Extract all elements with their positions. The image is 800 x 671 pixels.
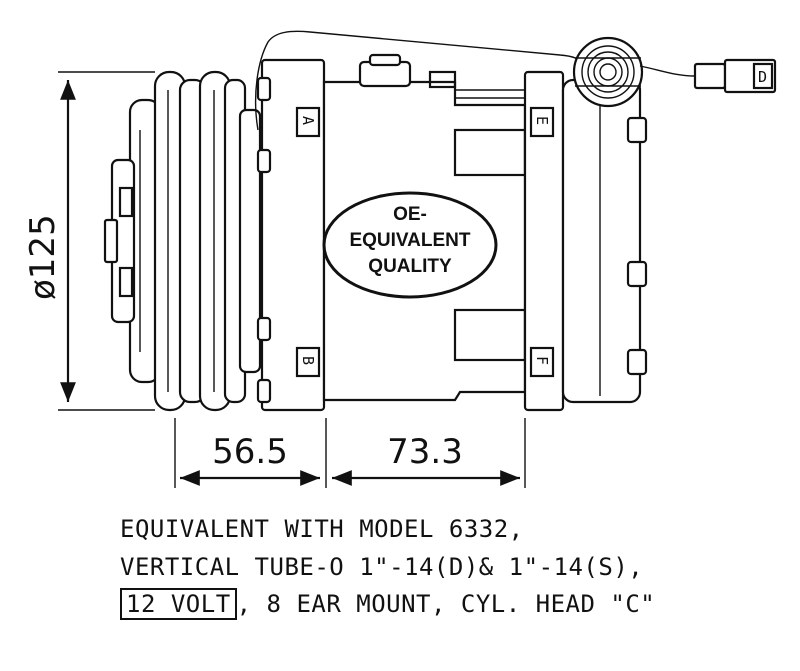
rear-head	[561, 78, 648, 404]
connector-letter: D	[758, 68, 767, 86]
width-dimensions: 56.5 73.3	[174, 418, 526, 488]
voltage-box: 12 VOLT	[120, 588, 237, 620]
clutch-coil	[572, 36, 644, 108]
flange-letter-a: A	[299, 116, 317, 125]
electrical-connector: D	[639, 58, 777, 94]
clutch-pulley	[103, 70, 262, 412]
spec-line-3-rest: , 8 EAR MOUNT, CYL. HEAD "C"	[236, 590, 656, 618]
flange-letter-e: E	[533, 116, 551, 125]
rear-flange: E F	[523, 70, 565, 412]
diameter-dimension: ø125	[23, 71, 155, 411]
badge-line-1: OE-	[393, 204, 427, 225]
front-flange: A B	[256, 58, 326, 412]
flange-letter-f: F	[533, 356, 551, 365]
diameter-label: ø125	[23, 214, 63, 300]
spec-line-1: EQUIVALENT WITH MODEL 6332,	[120, 515, 524, 543]
badge-line-2: EQUIVALENT	[349, 230, 470, 251]
body-length-label: 73.3	[387, 432, 463, 472]
flange-letter-b: B	[299, 356, 317, 365]
wire-tube	[254, 30, 586, 131]
pulley-width-label: 56.5	[212, 432, 288, 472]
badge-line-3: QUALITY	[368, 256, 452, 277]
spec-line-3: 12 VOLT, 8 EAR MOUNT, CYL. HEAD "C"	[120, 588, 656, 620]
oe-equivalent-badge: OE- EQUIVALENT QUALITY	[322, 191, 498, 299]
spec-line-2: VERTICAL TUBE-O 1"-14(D)& 1"-14(S),	[120, 553, 644, 581]
